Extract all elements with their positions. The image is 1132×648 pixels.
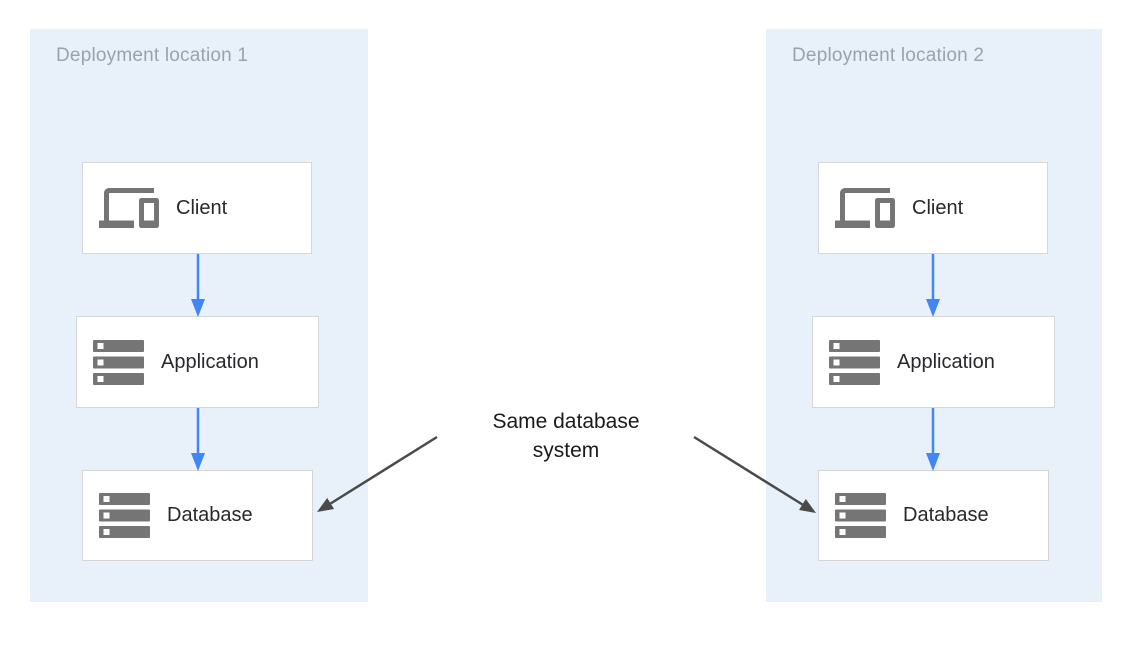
storage-icon	[829, 339, 880, 385]
node-label: Database	[167, 504, 253, 526]
node-label: Application	[897, 350, 995, 373]
node-database-1: Database	[82, 470, 313, 561]
node-application-2: Application	[812, 316, 1055, 408]
annotation-same-database-system: Same database system	[492, 410, 640, 462]
node-label: Database	[903, 504, 989, 526]
storage-icon	[99, 493, 150, 538]
node-label: Client	[176, 196, 228, 219]
node-application-1: Application	[76, 316, 319, 408]
node-label: Client	[912, 196, 964, 219]
devices-icon	[99, 178, 159, 238]
node-label: Application	[161, 350, 259, 373]
deployment-location-1-zone: Deployment location 1 Client	[30, 29, 368, 602]
node-client-2: Client	[818, 162, 1048, 254]
zone-title: Deployment location 1	[56, 45, 249, 66]
zone-title: Deployment location 2	[792, 45, 985, 66]
storage-icon	[93, 339, 144, 385]
node-client-1: Client	[82, 162, 312, 254]
node-database-2: Database	[818, 470, 1049, 561]
devices-icon	[835, 178, 895, 238]
storage-icon	[835, 493, 886, 538]
deployment-location-2-zone: Deployment location 2 Client	[766, 29, 1102, 602]
